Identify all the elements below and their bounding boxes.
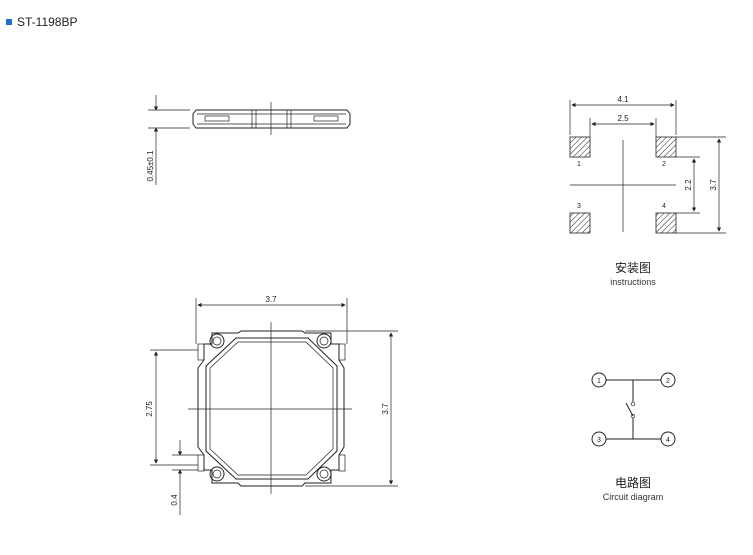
dim-fp-outer-height: 3.7 [709, 179, 718, 191]
side-view: 0.45±0.1 [146, 95, 351, 185]
circuit-pin-label-3: 3 [597, 437, 601, 444]
pad-label-1: 1 [577, 161, 581, 168]
circuit-pin-2 [660, 372, 676, 388]
footprint: 1 2 3 4 4.1 2.5 2.2 3.7 [569, 95, 726, 234]
footprint-caption-zh: 安装图 [614, 261, 651, 275]
title-bullet-icon [6, 19, 12, 25]
circuit-caption: 电路图 Circuit diagram [578, 474, 688, 502]
circuit-pin-label-1: 1 [597, 378, 601, 385]
dim-thickness: 0.45±0.1 [146, 150, 155, 182]
pad-label-4: 4 [662, 203, 666, 210]
circuit-pin-1 [591, 372, 607, 388]
footprint-caption: 安装图 instructions [583, 259, 683, 287]
circuit-pin-3 [591, 431, 607, 447]
dim-top-height: 3.7 [381, 403, 390, 415]
circuit-caption-zh: 电路图 [614, 476, 651, 490]
pad-4 [655, 212, 677, 234]
model-title: ST-1198BP [6, 15, 77, 29]
dim-pin-pitch: 2.75 [145, 401, 154, 417]
pad-label-2: 2 [662, 161, 666, 168]
dim-pin-width: 0.4 [170, 494, 179, 506]
top-view: 3.7 3.7 2.75 0.4 [145, 295, 398, 515]
pad-1 [569, 136, 591, 158]
footprint-caption-en: instructions [610, 277, 656, 287]
pad-label-3: 3 [577, 203, 581, 210]
dim-top-width: 3.7 [265, 295, 277, 304]
circuit-pin-label-2: 2 [666, 378, 670, 385]
pad-2 [655, 136, 677, 158]
circuit-diagram: 1 2 3 4 [591, 372, 676, 447]
dim-fp-inner-height: 2.2 [684, 179, 693, 191]
model-name: ST-1198BP [17, 15, 78, 29]
dim-fp-outer-width: 4.1 [617, 95, 629, 104]
dim-fp-inner-width: 2.5 [617, 114, 629, 123]
circuit-caption-en: Circuit diagram [602, 492, 664, 502]
circuit-pin-4 [660, 431, 676, 447]
circuit-pin-label-4: 4 [666, 437, 670, 444]
pad-3 [569, 212, 591, 234]
